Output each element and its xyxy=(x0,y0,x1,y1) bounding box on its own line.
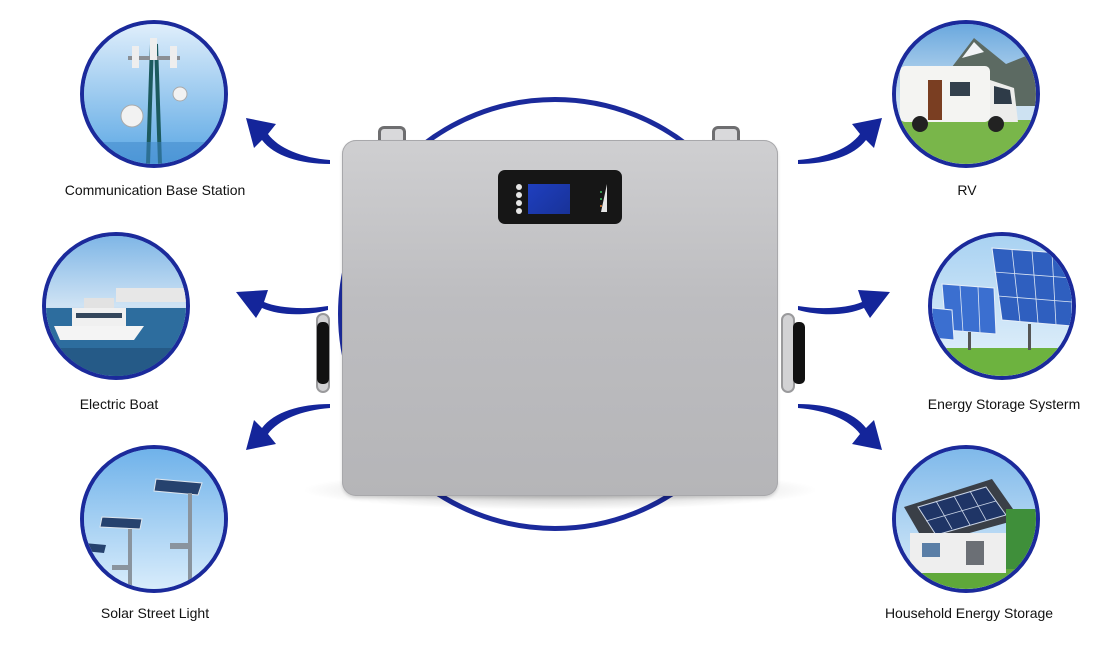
rv-camper-icon xyxy=(896,24,1036,164)
cell-tower-icon xyxy=(84,24,224,164)
indicator-led xyxy=(516,200,522,206)
house-solar-roof-icon xyxy=(896,449,1036,589)
rv-image xyxy=(892,20,1040,168)
electric-boat-image xyxy=(42,232,190,380)
label-household-energy-storage: Household Energy Storage xyxy=(884,605,1054,621)
comm-base-station-image xyxy=(80,20,228,168)
label-comm-base-station: Communication Base Station xyxy=(64,182,246,198)
label-electric-boat: Electric Boat xyxy=(79,396,159,412)
battery-level-meter-icon xyxy=(600,184,607,212)
solar-streetlight-icon xyxy=(84,449,224,589)
left-handle-grip xyxy=(317,322,329,384)
arrow-right-icon xyxy=(798,290,890,318)
arrow-right-up-icon xyxy=(798,118,882,164)
yacht-icon xyxy=(46,236,186,376)
indicator-led xyxy=(516,184,522,190)
lcd-screen xyxy=(528,184,570,214)
right-handle-grip xyxy=(793,322,805,384)
arrow-left-icon xyxy=(236,290,328,318)
arrow-right-down-icon xyxy=(798,404,882,450)
indicator-led xyxy=(516,192,522,198)
label-rv: RV xyxy=(957,182,977,198)
solar-street-light-image xyxy=(80,445,228,593)
left-hook-icon xyxy=(378,126,406,142)
label-energy-storage-system: Energy Storage Systerm xyxy=(927,396,1081,412)
arrow-left-up-icon xyxy=(246,118,330,164)
solar-panel-array-icon xyxy=(932,236,1072,376)
right-hook-icon xyxy=(712,126,740,142)
household-energy-storage-image xyxy=(892,445,1040,593)
energy-storage-system-image xyxy=(928,232,1076,380)
label-solar-street-light: Solar Street Light xyxy=(100,605,210,621)
indicator-led xyxy=(516,208,522,214)
arrow-left-down-icon xyxy=(246,404,330,450)
